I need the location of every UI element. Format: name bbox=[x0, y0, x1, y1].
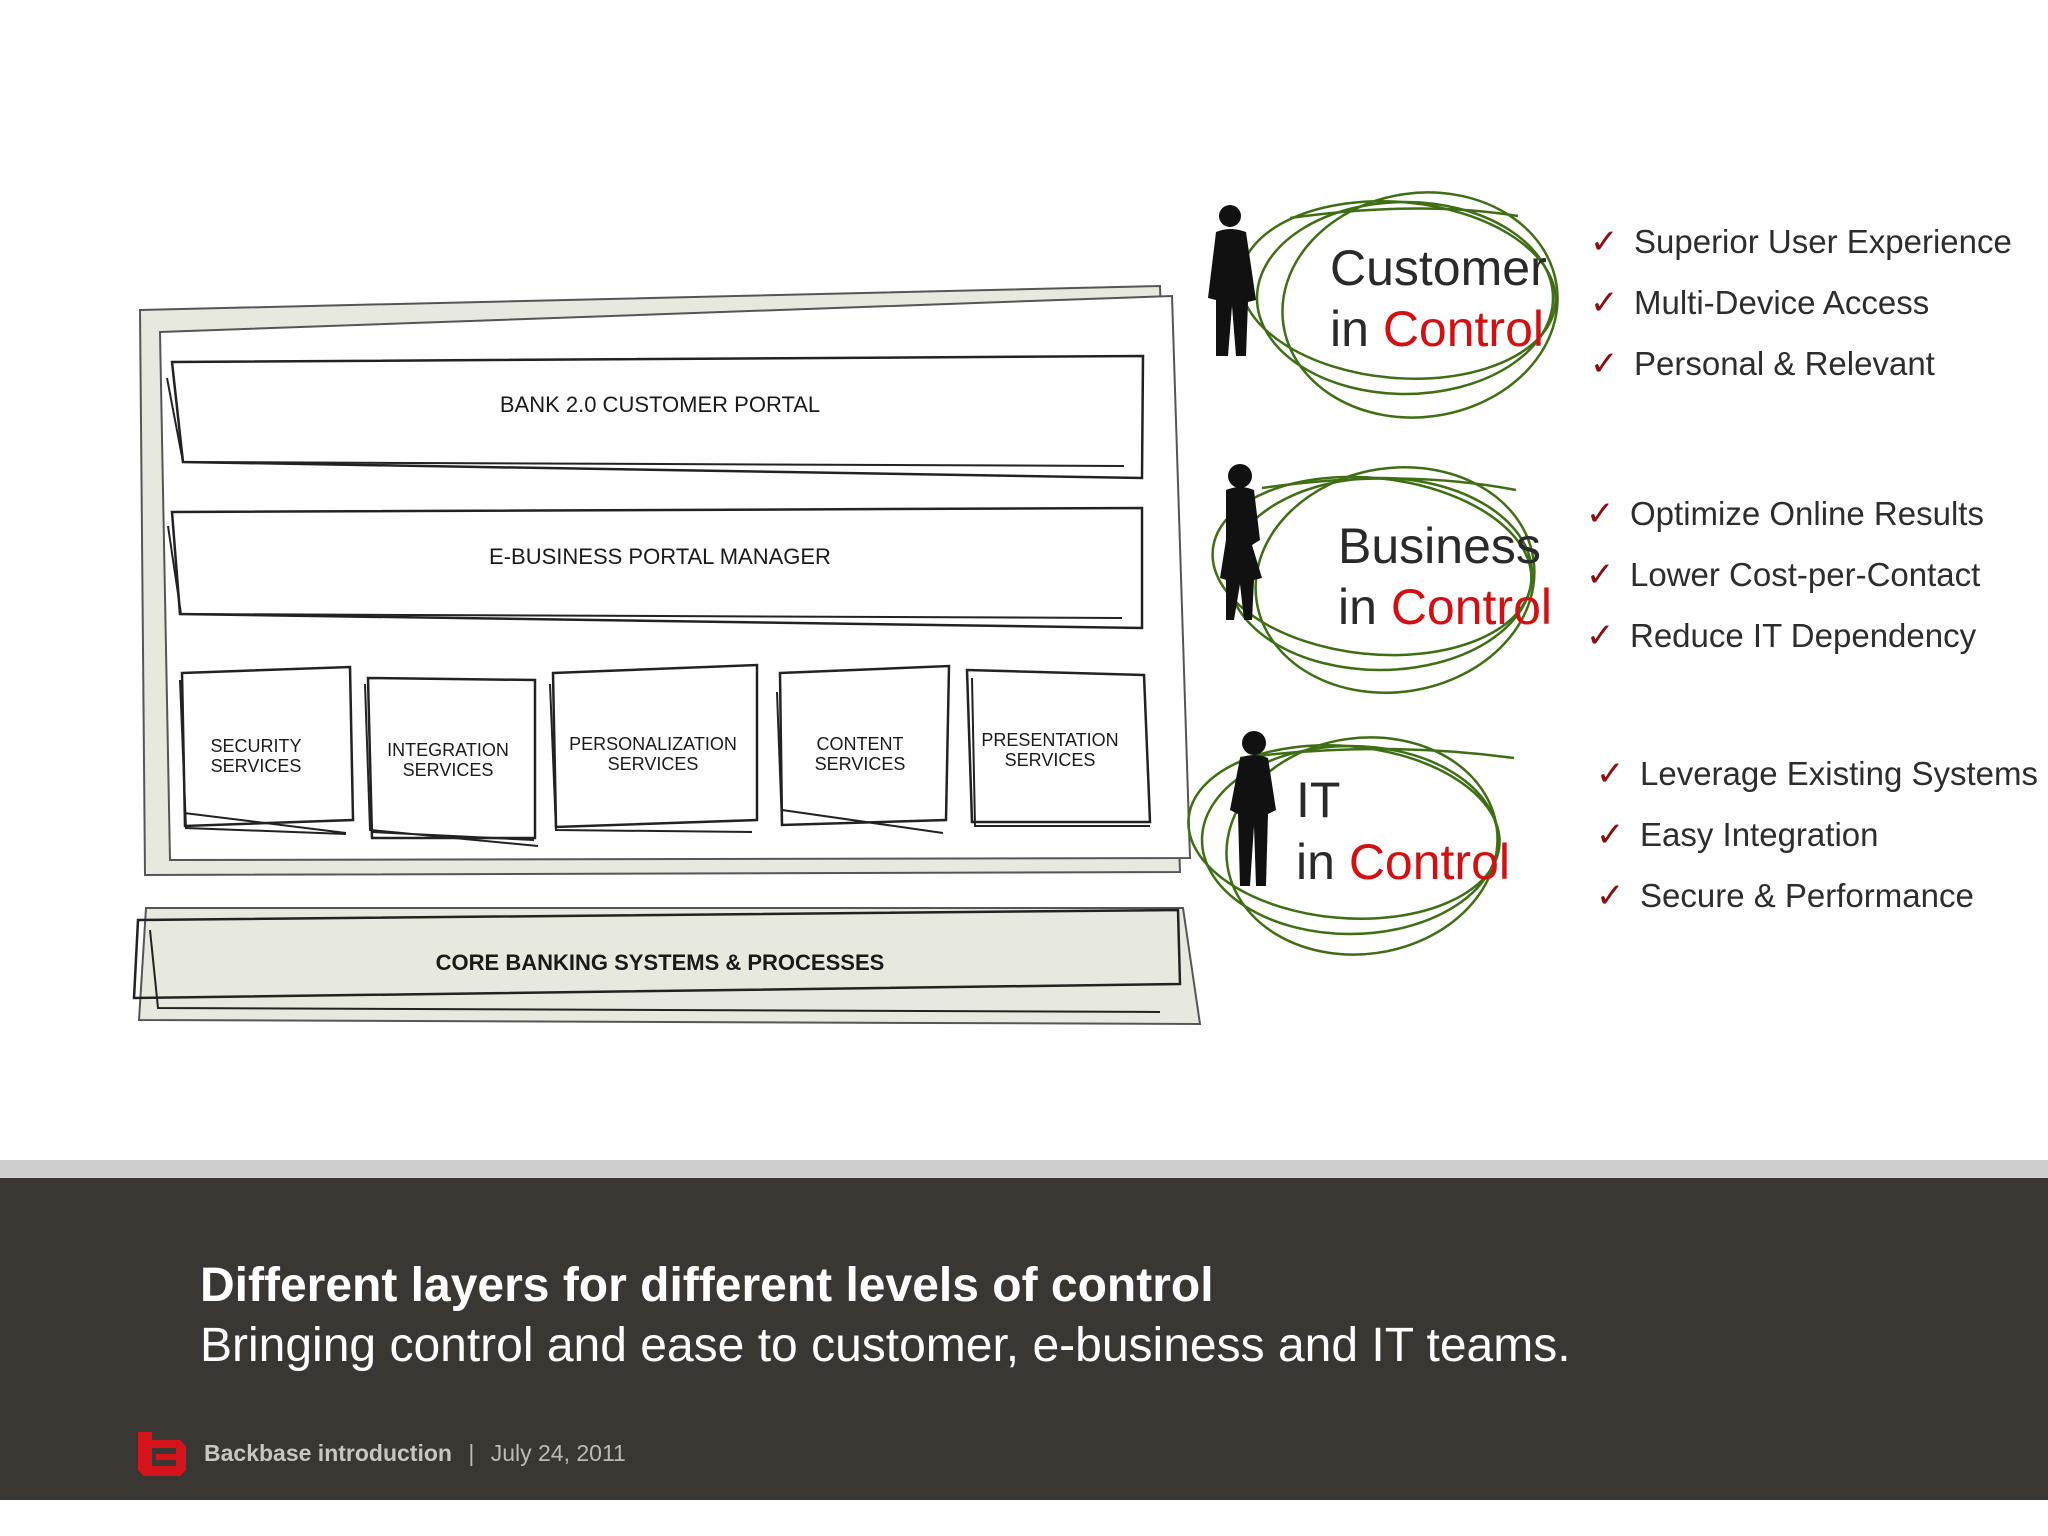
portal-manager-label: E-BUSINESS PORTAL MANAGER bbox=[489, 544, 831, 569]
security-services-label: SECURITY SERVICES bbox=[210, 736, 302, 776]
control-accent: Control bbox=[1382, 301, 1544, 357]
benefit-item: ✓Superior User Experience bbox=[1590, 221, 2012, 262]
architecture-diagram bbox=[132, 191, 1559, 1026]
persona-title: Business bbox=[1338, 518, 1541, 574]
core-banking-label: CORE BANKING SYSTEMS & PROCESSES bbox=[435, 950, 885, 975]
control-accent: Control bbox=[1348, 834, 1510, 890]
benefit-item: ✓Reduce IT Dependency bbox=[1586, 615, 1977, 656]
customer-portal-label: BANK 2.0 CUSTOMER PORTAL bbox=[499, 392, 821, 417]
integration-services-label: INTEGRATION SERVICES bbox=[387, 740, 509, 780]
presentation-date: July 24, 2011 bbox=[490, 1440, 626, 1466]
benefit-item: ✓Lower Cost-per-Contact bbox=[1586, 554, 1981, 595]
business-scribble-circle bbox=[1211, 465, 1536, 695]
brand-separator: | bbox=[468, 1440, 475, 1466]
content-services-label: CONTENT SERVICES bbox=[814, 734, 906, 774]
checkmark-icon: ✓ bbox=[1586, 554, 1615, 595]
backbase-logo-icon bbox=[138, 1432, 186, 1476]
brand-name: Backbase introduction bbox=[204, 1440, 452, 1466]
persona-subtitle: in Control bbox=[1338, 579, 1552, 635]
bottom-strip bbox=[0, 1500, 2048, 1536]
service-box-integration bbox=[364, 676, 539, 847]
benefit-item: ✓ Secure & Performance bbox=[1596, 875, 1974, 916]
persona-title: Customer bbox=[1330, 240, 1547, 296]
slide-subheadline: Bringing control and ease to customer, e… bbox=[200, 1319, 1571, 1372]
checkmark-icon: ✓ bbox=[1596, 875, 1625, 916]
checkmark-icon: ✓ bbox=[1590, 221, 1619, 262]
checkmark-icon: ✓ bbox=[1596, 753, 1625, 794]
brand-line: Backbase introduction | July 24, 2011 bbox=[204, 1440, 626, 1467]
persona-subtitle: in Control bbox=[1296, 834, 1510, 890]
service-box-security bbox=[179, 665, 355, 835]
presentation-services-label: PRESENTATION SERVICES bbox=[981, 730, 1119, 770]
customer-scribble-circle bbox=[1239, 191, 1559, 419]
slide-headline: Different layers for different levels of… bbox=[200, 1259, 1214, 1312]
business-benefits-list: ✓Optimize Online Results ✓Lower Cost-per… bbox=[1586, 483, 1984, 666]
business-person-icon bbox=[1220, 464, 1262, 620]
it-scribble-circle bbox=[1187, 736, 1515, 956]
benefit-item: ✓ Easy Integration bbox=[1596, 814, 1879, 855]
core-banking-layer bbox=[132, 907, 1202, 1026]
service-box-personalization bbox=[549, 663, 759, 833]
footer-divider bbox=[0, 1160, 2048, 1178]
persona-title: IT bbox=[1296, 772, 1341, 828]
benefit-item: ✓Personal & Relevant bbox=[1590, 343, 1935, 384]
benefit-item: ✓Optimize Online Results bbox=[1586, 493, 1984, 534]
checkmark-icon: ✓ bbox=[1590, 343, 1619, 384]
customer-portal-layer bbox=[166, 354, 1145, 480]
checkmark-icon: ✓ bbox=[1596, 814, 1625, 855]
checkmark-icon: ✓ bbox=[1586, 493, 1615, 534]
benefit-item: ✓ Multi-Device Access bbox=[1590, 282, 1930, 323]
customer-benefits-list: ✓Superior User Experience ✓ Multi-Device… bbox=[1590, 211, 2012, 394]
service-box-presentation bbox=[965, 668, 1152, 827]
checkmark-icon: ✓ bbox=[1590, 282, 1619, 323]
service-box-content bbox=[776, 664, 951, 834]
persona-subtitle: in Control bbox=[1330, 301, 1544, 357]
portal-manager-layer bbox=[167, 506, 1144, 630]
personalization-services-label: PERSONALIZATION SERVICES bbox=[569, 734, 737, 774]
slide-footer: Different layers for different levels of… bbox=[0, 1178, 2048, 1500]
control-accent: Control bbox=[1390, 579, 1552, 635]
it-benefits-list: ✓Leverage Existing Systems ✓ Easy Integr… bbox=[1596, 743, 2038, 926]
it-person-icon bbox=[1230, 731, 1276, 886]
customer-person-icon bbox=[1208, 205, 1256, 356]
benefit-item: ✓Leverage Existing Systems bbox=[1596, 753, 2039, 794]
checkmark-icon: ✓ bbox=[1586, 615, 1615, 656]
